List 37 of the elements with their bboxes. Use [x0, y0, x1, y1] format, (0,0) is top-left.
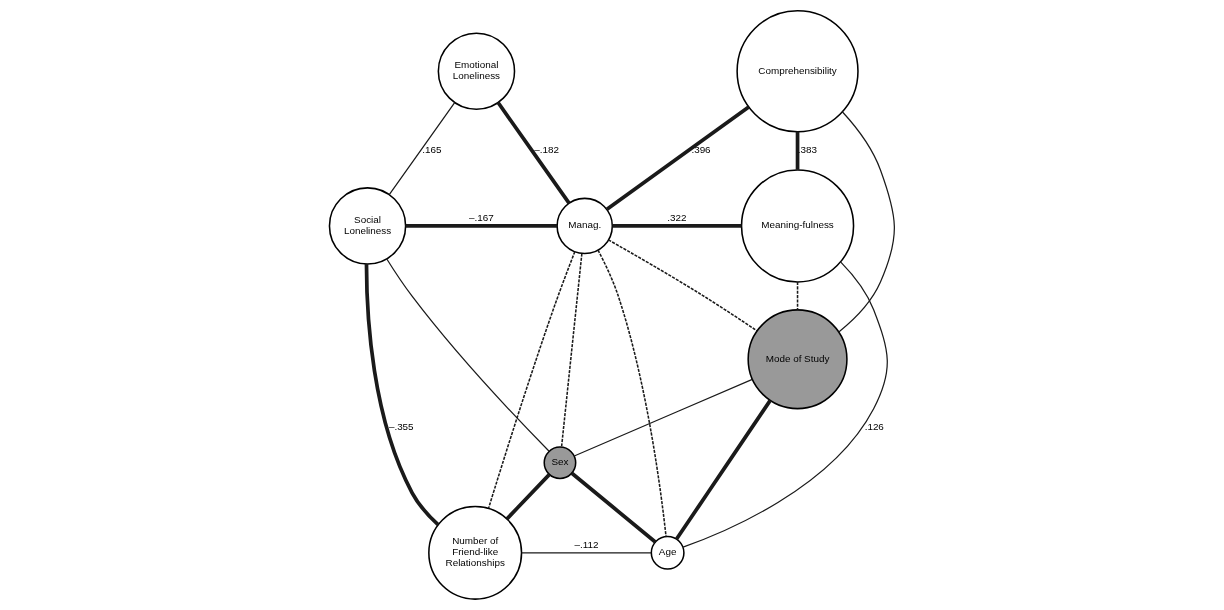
edge-label: .322: [667, 211, 687, 223]
edge-label: .165: [422, 144, 442, 156]
node-circle: Meaning-fulness: [740, 169, 855, 283]
connector: [605, 105, 750, 211]
node-circle: Emotional Loneliness: [437, 32, 516, 111]
edge-label: .396: [691, 144, 711, 156]
connector: [796, 281, 799, 311]
node-circle: Sex: [543, 446, 577, 480]
node-circle: Mode of Study: [747, 309, 848, 410]
node-circle: Manag.: [556, 197, 614, 255]
connector: [505, 473, 551, 521]
connector: [405, 224, 557, 228]
edge-label: –.182: [534, 144, 560, 156]
connector: [573, 378, 753, 457]
connector: [386, 258, 550, 452]
connector: [795, 131, 800, 170]
connector: [607, 239, 758, 332]
edge-label: –.167: [469, 211, 494, 223]
edge-label: .126: [864, 421, 884, 433]
node-circle: Comprehensibility: [736, 10, 859, 133]
connector: [682, 261, 888, 548]
connector: [597, 249, 667, 538]
connector: [496, 101, 571, 205]
node-circle: Number of Friend-like Relationships: [428, 505, 523, 600]
edge-label: –.112: [574, 538, 599, 550]
connector: [521, 552, 652, 554]
node-circle: Age: [650, 535, 685, 570]
edge-label: –.355: [388, 421, 414, 433]
connector: [560, 252, 583, 448]
connector: [612, 224, 742, 228]
connector: [487, 251, 576, 509]
connector: [388, 101, 456, 196]
connector: [675, 399, 772, 540]
node-circle: Social Loneliness: [328, 187, 407, 265]
connector: [838, 111, 895, 333]
connector: [364, 264, 440, 527]
connector: [570, 471, 657, 544]
